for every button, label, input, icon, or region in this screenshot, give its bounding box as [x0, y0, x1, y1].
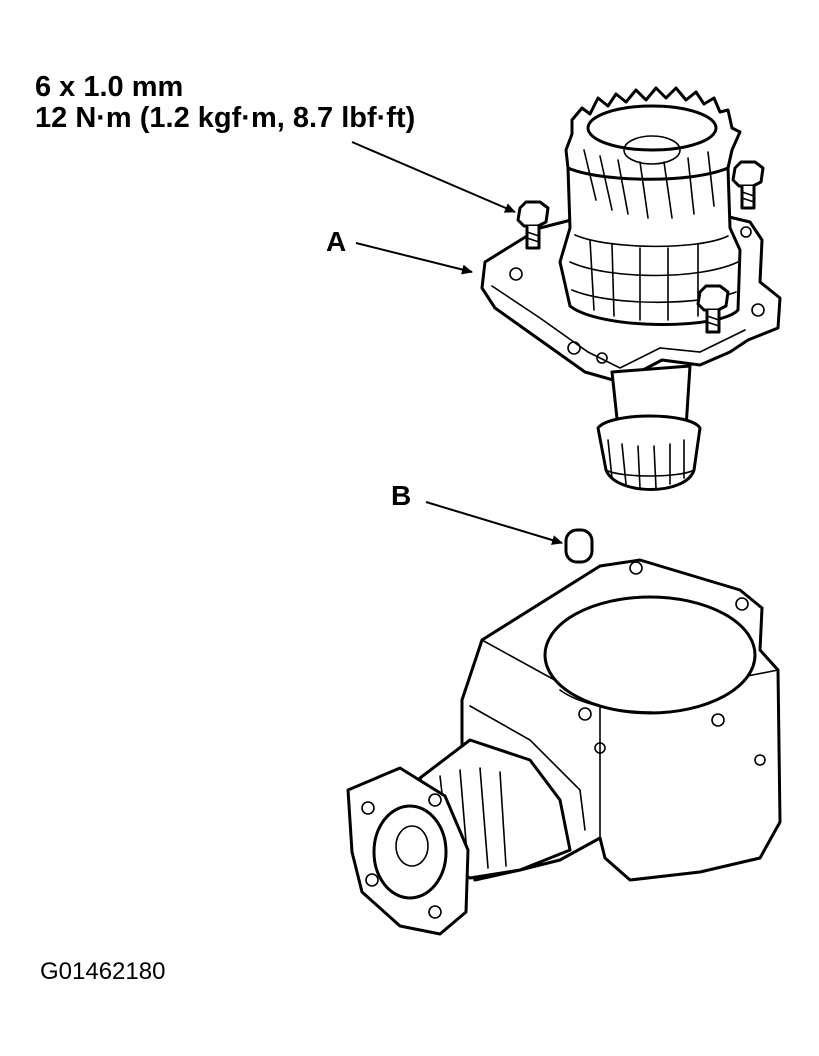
torque-leader-arrow [351, 141, 516, 213]
case-bore [543, 595, 757, 715]
pinion-gear-assembly [480, 86, 782, 491]
callout-a-leader-arrow [355, 242, 473, 275]
flange-bolt [696, 284, 730, 334]
callout-b-leader-arrow [425, 501, 563, 545]
bolt-size-label: 6 x 1.0 mm [35, 71, 184, 103]
flange-bolt [516, 200, 550, 250]
callout-a-label: A [326, 226, 347, 257]
output-seal [372, 804, 448, 900]
flange-bolt [731, 160, 765, 210]
gear-face [586, 104, 718, 152]
torque-spec: 6 x 1.0 mm 12 N·m (1.2 kgf·m, 8.7 lbf·ft… [35, 72, 415, 134]
figure-id: G01462180 [40, 958, 166, 985]
torque-value-label: 12 N·m (1.2 kgf·m, 8.7 lbf·ft) [35, 102, 416, 134]
gear-case-housing [346, 558, 782, 936]
callout-b-label: B [391, 480, 412, 511]
dowel-pin [564, 528, 594, 564]
